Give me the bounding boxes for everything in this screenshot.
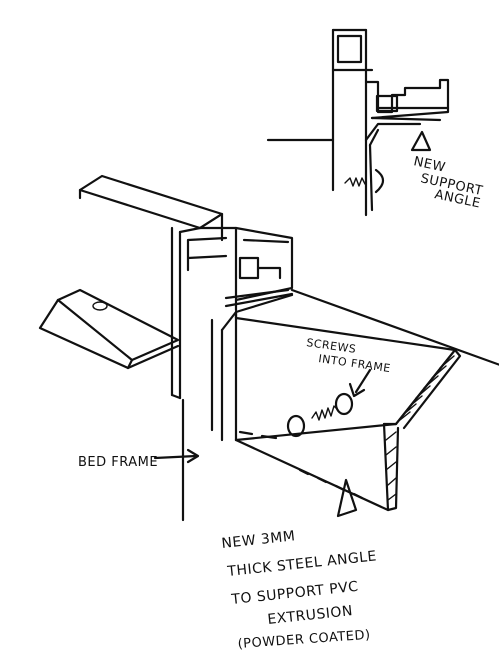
steel-angle-edge-top (290, 288, 499, 366)
detail-support-angle (364, 122, 422, 142)
frame-hole (92, 301, 108, 311)
frame-flange (56, 288, 180, 362)
detail-screw (344, 177, 366, 187)
steel-angle-bottom (234, 438, 390, 512)
bed-frame-label: BED FRAME (78, 455, 158, 470)
note-line4: EXTRUSION (267, 603, 354, 628)
detail-label-line1: NEW (412, 154, 447, 175)
section-detail (266, 28, 450, 217)
frame-rail-top (78, 174, 224, 230)
detail-post (331, 28, 368, 217)
frame-upright-front (170, 226, 182, 400)
note-line1: NEW 3MM (221, 528, 296, 552)
steel-angle-end (382, 348, 457, 426)
perspective-view (38, 174, 499, 522)
screw-head-right (334, 392, 354, 416)
detail-top-box (336, 34, 363, 64)
note-line5: (POWDER COATED) (237, 628, 371, 652)
screw-thread (311, 405, 339, 421)
detail-extrusion (364, 78, 450, 120)
note-line2: THICK STEEL ANGLE (226, 548, 378, 580)
screw-head-left (286, 414, 306, 438)
